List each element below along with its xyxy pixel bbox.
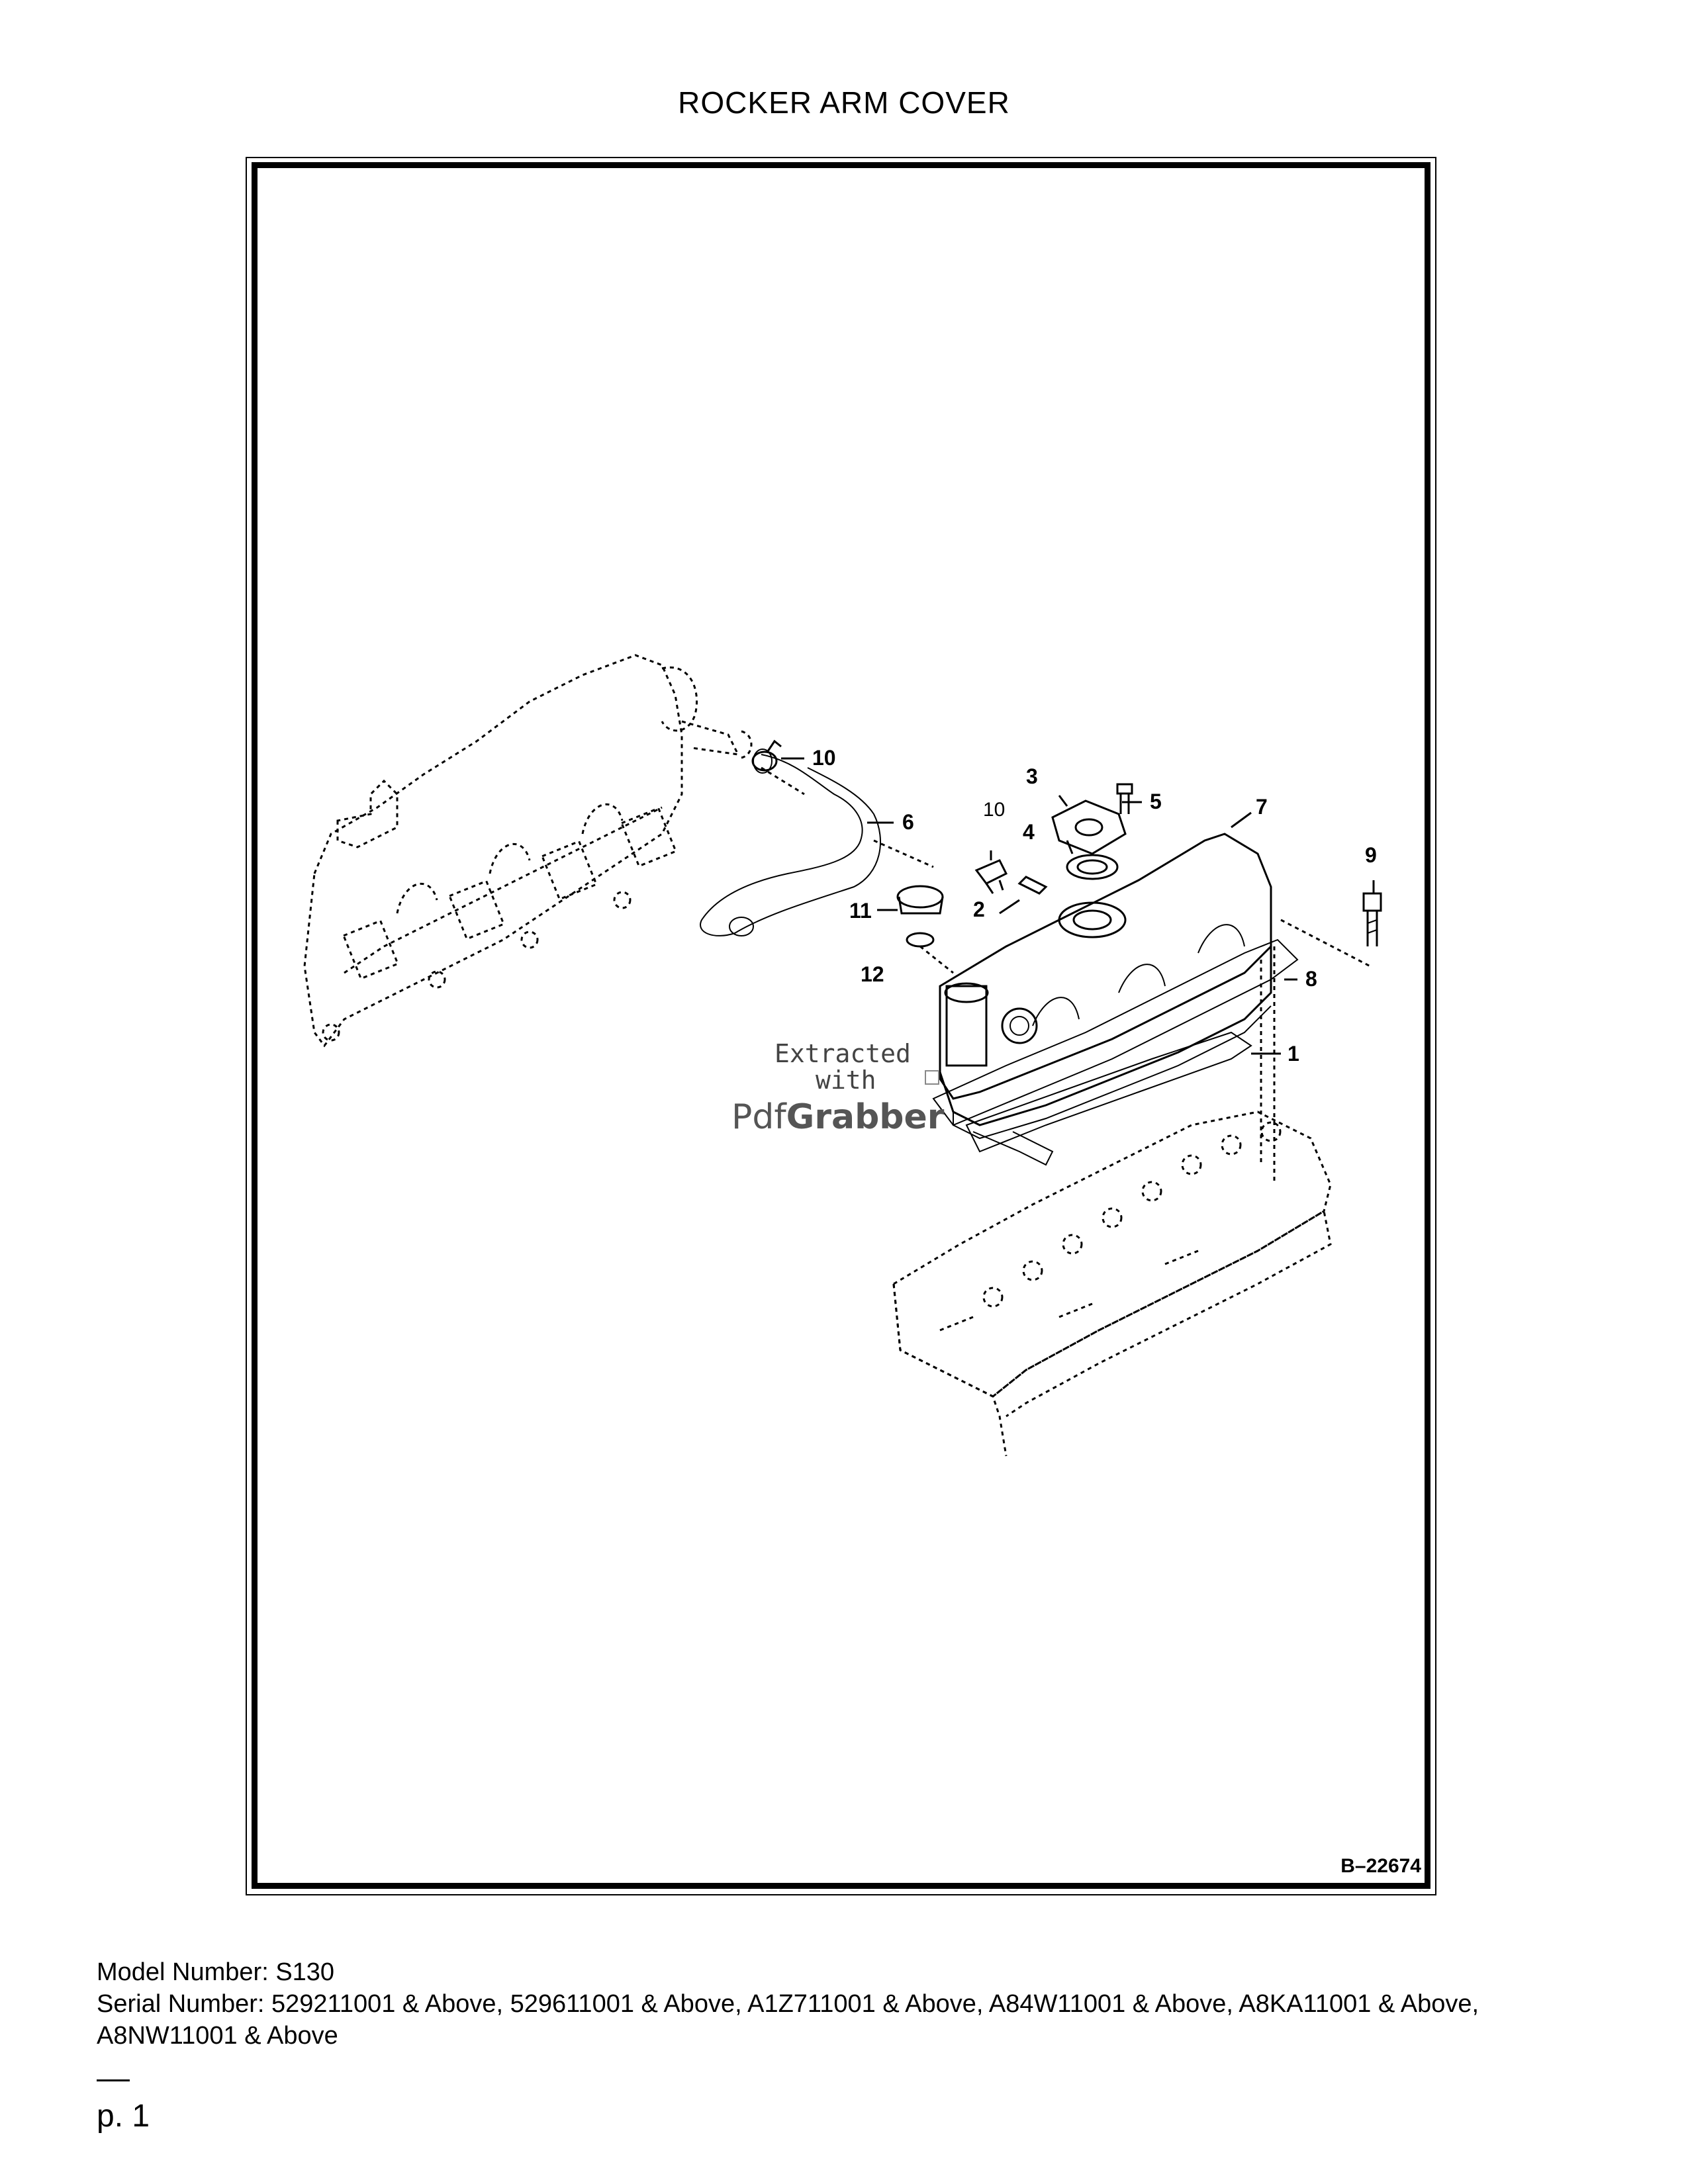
drawing-number: B–22674: [1340, 1855, 1421, 1877]
callout-11: 11: [849, 899, 872, 923]
head-gasket: [965, 1031, 1252, 1166]
o-ring: [906, 932, 935, 948]
watermark-line1: Extracted: [774, 1039, 911, 1068]
callout-10-lower: 10: [983, 799, 1005, 821]
oil-filler-cap: [896, 885, 944, 915]
breather-valve: [1058, 901, 1127, 938]
bolt: [1116, 783, 1133, 814]
callout-2: 2: [973, 897, 985, 921]
callout-6: 6: [902, 810, 914, 834]
hose-clamp: [751, 739, 782, 772]
rocker-arm-cover: [939, 833, 1272, 1140]
watermark-brand: PdfGrabber: [731, 1097, 945, 1137]
breather-tube: [1017, 876, 1048, 895]
cover-gasket: [932, 938, 1299, 1126]
callout-4: 4: [1023, 820, 1035, 844]
callout-10-upper: 10: [812, 746, 836, 770]
callout-8: 8: [1305, 967, 1317, 991]
parts-diagram: 10 6 10 3 4 5 7 9 11 2 12 8 1 Extracted …: [258, 168, 1425, 1883]
page-divider: [97, 2079, 130, 2081]
page-number: p. 1: [97, 2099, 150, 2134]
hose-fitting: [974, 859, 1008, 894]
serial-numbers: Serial Number: 529211001 & Above, 529611…: [97, 1990, 1479, 2050]
breather-seal: [1066, 854, 1119, 880]
diagram-frame-inner: [252, 162, 1430, 1889]
watermark-line2: with: [816, 1066, 876, 1095]
callout-1: 1: [1288, 1042, 1299, 1066]
intake-manifold: [303, 654, 753, 1048]
diagram-frame-outer: [246, 157, 1436, 1895]
watermark-brand-b: Grabber: [786, 1097, 945, 1137]
callout-7: 7: [1256, 795, 1268, 819]
breather-cap: [1051, 799, 1127, 855]
watermark-brand-a: Pdf: [731, 1097, 787, 1137]
breather-hose: [700, 749, 881, 936]
cylinder-head: [892, 1111, 1332, 1457]
watermark-icon: [925, 1070, 939, 1085]
callout-12: 12: [861, 962, 884, 986]
stud-bolt: [1362, 892, 1382, 946]
callout-9: 9: [1365, 843, 1377, 867]
callout-3: 3: [1026, 764, 1038, 788]
model-number: Model Number: S130: [97, 1958, 335, 1986]
callout-5: 5: [1150, 790, 1162, 813]
page-title: ROCKER ARM COVER: [678, 85, 1010, 120]
